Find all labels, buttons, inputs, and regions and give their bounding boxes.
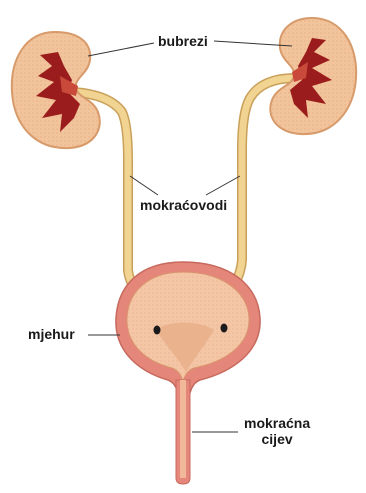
bladder-label: mjehur [28, 326, 75, 342]
kidneys-leader-left [88, 43, 154, 56]
ureters-label: mokraćovodi [140, 197, 227, 213]
urethra-label: mokraćna cijev [244, 415, 310, 447]
ureters-leader-right [206, 176, 240, 195]
urethra [176, 380, 190, 484]
kidneys-label: bubrezi [158, 33, 208, 49]
ureters-leader-left [130, 176, 158, 195]
urethra-label-line1: mokraćna [244, 415, 310, 431]
bladder [116, 262, 260, 400]
urethra-label-line2: cijev [244, 431, 310, 447]
